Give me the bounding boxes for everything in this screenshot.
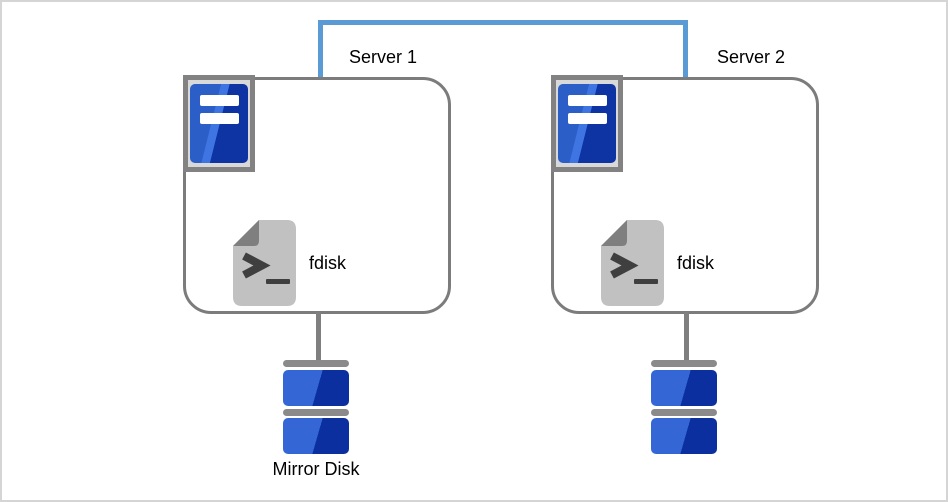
- server-2-label: Server 2: [716, 47, 786, 67]
- disk-separator: [651, 409, 717, 416]
- disk-stack-icon: [651, 360, 717, 454]
- disk-separator: [283, 409, 349, 416]
- tower-slot: [568, 113, 607, 124]
- terminal-script-icon: [233, 220, 296, 306]
- disk-connector-line: [316, 312, 321, 362]
- disk-connector-line: [684, 312, 689, 362]
- tower-body: [558, 84, 616, 163]
- disk-cap: [283, 360, 349, 367]
- server-tower-icon: [183, 75, 255, 172]
- tower-slot: [200, 95, 239, 106]
- tower-body: [190, 84, 248, 163]
- disk-platter: [651, 370, 717, 406]
- process-label: fdisk: [309, 253, 347, 273]
- process-label: fdisk: [677, 253, 715, 273]
- server-1-label: Server 1: [348, 47, 418, 67]
- tower-slot: [568, 95, 607, 106]
- disk-cap: [651, 360, 717, 367]
- tower-slot: [200, 113, 239, 124]
- disk-label: Mirror Disk: [272, 459, 360, 479]
- server-2-group: Server 2 fdisk: [551, 2, 821, 500]
- server-interconnect-line: [318, 20, 688, 77]
- disk-stack-icon: [283, 360, 349, 454]
- terminal-script-icon: [601, 220, 664, 306]
- server-tower-icon: [551, 75, 623, 172]
- server-1-group: Server 1 fdisk Mirror Disk: [183, 2, 453, 500]
- disk-platter: [651, 418, 717, 454]
- disk-platter: [283, 418, 349, 454]
- disk-platter: [283, 370, 349, 406]
